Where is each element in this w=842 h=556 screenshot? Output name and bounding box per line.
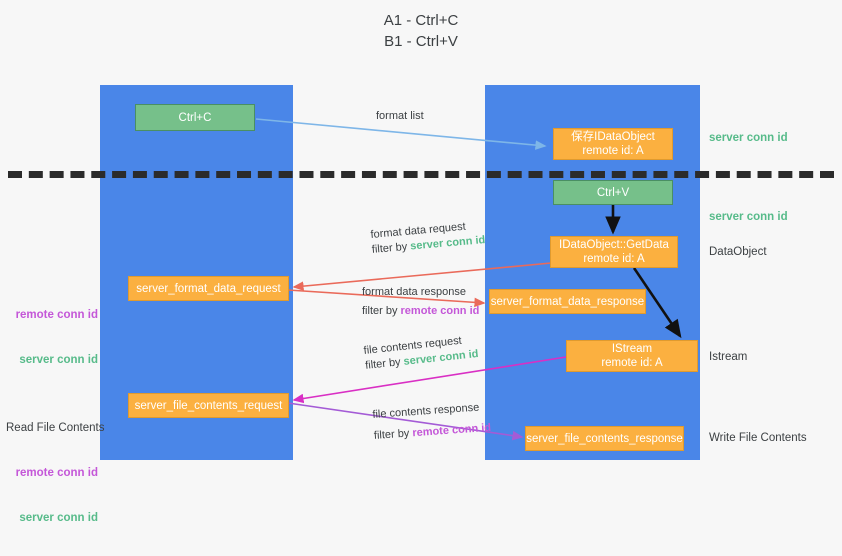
left-annotation-file-contents-server: server conn id (19, 512, 98, 524)
node-ctrl-v-label: Ctrl+V (596, 186, 630, 199)
edge-label-fcresp-prefix: filter by (373, 427, 413, 442)
node-ctrl-c[interactable]: Ctrl+C (135, 104, 255, 131)
edge-label-fcresp-highlight: remote conn id (411, 421, 492, 440)
node-server-format-data-request[interactable]: server_format_data_request (128, 276, 289, 301)
right-annotation-istream: Istream (709, 351, 748, 363)
node-save-idataobject[interactable]: 保存IDataObject remote id: A (553, 128, 673, 160)
edge-label-file-contents-response-line1: file contents response (372, 401, 480, 421)
edge-label-fdresp-highlight: remote conn id (400, 305, 480, 317)
node-istream[interactable]: IStream remote id: A (566, 340, 698, 372)
edge-label-format-data-response-line2: filter by remote conn id (362, 304, 479, 319)
node-getdata-line2: remote id: A (583, 253, 645, 265)
node-getdata-line1: IDataObject::GetData (559, 239, 669, 251)
node-server-file-contents-request-label: server_file_contents_request (134, 399, 283, 412)
dashed-divider (8, 171, 834, 178)
edge-label-fdresp-prefix: filter by (362, 305, 401, 317)
node-idataobject-getdata[interactable]: IDataObject::GetData remote id: A (550, 236, 678, 268)
edge-label-format-data-response: format data response filter by remote co… (362, 285, 479, 319)
left-annotation-file-contents: Read File Contents remote conn id server… (6, 391, 105, 556)
edge-label-file-contents-response: file contents response filter by remote … (372, 400, 492, 444)
page-title: A1 - Ctrl+C B1 - Ctrl+V (383, 12, 459, 50)
edge-label-format-data-response-line1: format data response (362, 286, 466, 298)
left-annotation-file-contents-heading: Read File Contents (6, 422, 105, 434)
node-ctrl-c-label: Ctrl+C (178, 111, 212, 124)
node-server-format-data-request-label: server_format_data_request (136, 282, 281, 295)
node-server-file-contents-request[interactable]: server_file_contents_request (128, 393, 289, 418)
edge-label-file-contents-response-line2: filter by remote conn id (373, 421, 492, 444)
right-annotation-dataobject: DataObject (709, 246, 767, 258)
diagram-canvas: A1 - Ctrl+C B1 - Ctrl+V A1 remote B1 con… (6, 12, 834, 524)
node-server-format-data-response[interactable]: server_format_data_response (489, 289, 646, 314)
node-ctrl-v[interactable]: Ctrl+V (553, 180, 673, 205)
edge-label-fdreq-prefix: filter by (371, 240, 411, 256)
edge-label-format-list: format list (376, 109, 424, 124)
left-annotation-format-data: remote conn id server conn id (10, 278, 98, 398)
left-annotation-format-data-remote: remote conn id (15, 309, 98, 321)
node-istream-line1: IStream (611, 343, 653, 355)
node-save-idataobject-line2: remote id: A (582, 145, 644, 157)
node-save-idataobject-line1: 保存IDataObject (571, 131, 655, 143)
node-server-format-data-response-label: server_format_data_response (490, 295, 645, 308)
edge-label-fcreq-prefix: filter by (364, 355, 405, 372)
edge-label-file-contents-request: file contents request filter by server c… (363, 332, 479, 374)
edge-label-format-list-line1: format list (376, 110, 424, 122)
right-annotation-write-file-contents: Write File Contents (709, 432, 807, 444)
right-annotation-server-conn-mid: server conn id (709, 211, 788, 223)
node-server-file-contents-response[interactable]: server_file_contents_response (525, 426, 684, 451)
node-istream-line2: remote id: A (601, 357, 663, 369)
left-annotation-format-data-server: server conn id (19, 354, 98, 366)
left-annotation-file-contents-remote: remote conn id (15, 467, 98, 479)
node-server-file-contents-response-label: server_file_contents_response (526, 432, 683, 445)
right-annotation-server-conn-top: server conn id (709, 132, 788, 144)
edge-label-format-data-request: format data request filter by server con… (370, 218, 486, 258)
